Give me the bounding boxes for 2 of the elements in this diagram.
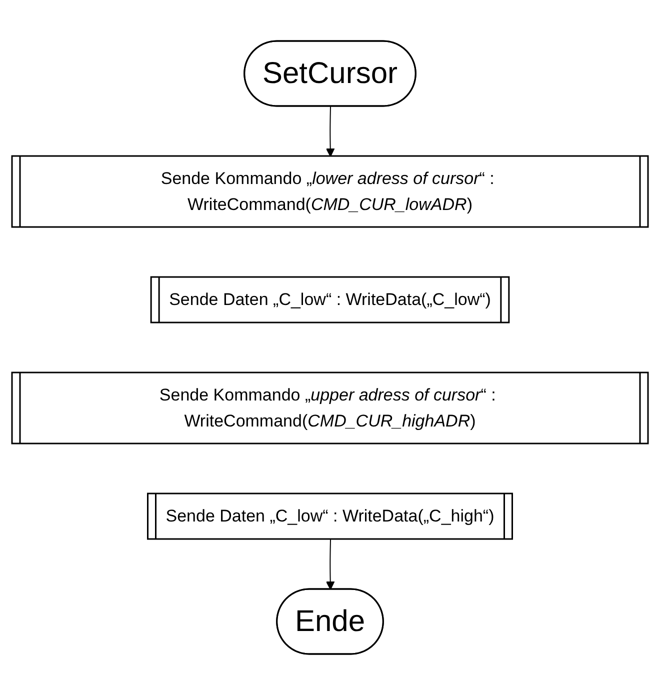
arrow xyxy=(325,538,334,590)
arrow xyxy=(325,106,334,156)
